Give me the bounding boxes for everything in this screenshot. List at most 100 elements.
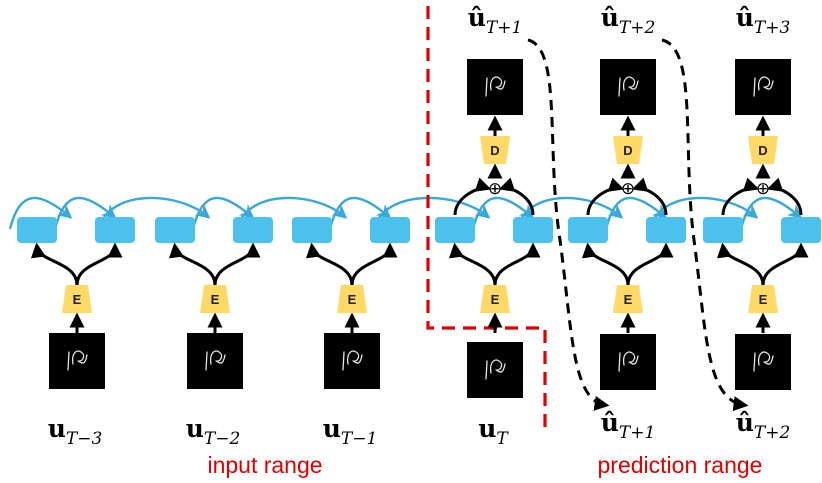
encoder-block: E bbox=[62, 285, 92, 313]
state-block bbox=[781, 217, 821, 243]
encoder-split-arrow-left bbox=[168, 242, 217, 286]
decoder-label: D bbox=[623, 143, 632, 158]
encoder-split-arrow-left bbox=[448, 242, 497, 286]
encoder-shape bbox=[748, 285, 778, 313]
label-base: u bbox=[48, 414, 66, 443]
merge-arrow-left bbox=[586, 177, 625, 216]
merge-arrow-left bbox=[453, 177, 492, 216]
handwritten-digit bbox=[753, 351, 774, 372]
encoder-split-arrow-left bbox=[305, 242, 354, 286]
encoder-split-arrow-left bbox=[716, 242, 765, 286]
label-subscript: T+1 bbox=[619, 423, 655, 443]
input-range-label: input range bbox=[207, 452, 322, 478]
observed-frame-label: uT−3 bbox=[48, 414, 103, 449]
state-block bbox=[370, 217, 410, 243]
state-block bbox=[646, 217, 686, 243]
recurrent-arrow bbox=[97, 196, 211, 230]
combine-symbol: ⊕ bbox=[621, 179, 635, 199]
combine-symbol: ⊕ bbox=[488, 179, 502, 199]
label-subscript: T−3 bbox=[66, 429, 102, 449]
recurrent-arrow bbox=[739, 196, 803, 230]
frame-square bbox=[187, 333, 243, 389]
observed-frame bbox=[187, 333, 243, 389]
handwritten-digit bbox=[618, 76, 639, 97]
handwritten-digit bbox=[618, 351, 639, 372]
encoder-column bbox=[448, 242, 541, 333]
frame-square bbox=[735, 334, 791, 390]
merge-arrow-right bbox=[631, 177, 668, 216]
decoder-shape bbox=[748, 136, 778, 164]
label-subscript: T+2 bbox=[754, 423, 790, 443]
recurrent-arrow bbox=[604, 196, 668, 230]
frame-square bbox=[324, 333, 380, 389]
label-base: û bbox=[601, 408, 619, 437]
label-subscript: T−1 bbox=[341, 429, 377, 449]
fed-back-frame bbox=[735, 334, 791, 390]
encoder-split-arrow-right bbox=[493, 242, 541, 286]
encoder-split-arrow-right bbox=[761, 242, 809, 286]
fed-back-frame bbox=[600, 334, 656, 390]
encoder-split-arrow-right bbox=[75, 242, 123, 286]
encoder-column bbox=[30, 242, 123, 333]
feedback-curve-t-plus-1 bbox=[527, 38, 610, 411]
handwritten-digit bbox=[342, 350, 363, 371]
state-blocks bbox=[17, 217, 821, 243]
merge-arrow-right bbox=[766, 177, 803, 216]
observed-frame-label: uT bbox=[478, 414, 509, 449]
predicted-output-label: ûT+2 bbox=[601, 3, 656, 38]
decoder-label: D bbox=[490, 143, 499, 158]
label-subscript: T bbox=[496, 429, 509, 449]
encoder-block: E bbox=[200, 285, 230, 313]
encoder-split-arrow-right bbox=[626, 242, 674, 286]
recurrent-connections bbox=[8, 196, 803, 230]
observed-frame-label: uT−2 bbox=[186, 414, 241, 449]
decoder-block: D bbox=[748, 136, 778, 164]
frame-square bbox=[600, 334, 656, 390]
recurrent-arrow bbox=[8, 196, 73, 230]
combine-symbol: ⊕ bbox=[756, 179, 770, 199]
state-block bbox=[292, 217, 332, 243]
state-block bbox=[155, 217, 195, 243]
handwritten-digit bbox=[205, 350, 226, 371]
recurrent-arrow bbox=[372, 196, 491, 230]
handwritten-digit bbox=[485, 76, 506, 97]
encoder-split-arrow-right bbox=[350, 242, 398, 286]
label-subscript: T+1 bbox=[486, 18, 522, 38]
label-subscript: T−2 bbox=[204, 429, 240, 449]
state-block bbox=[513, 217, 553, 243]
decoder-shape bbox=[480, 136, 510, 164]
encoder-label: E bbox=[73, 292, 82, 307]
encoder-label: E bbox=[211, 292, 220, 307]
state-block bbox=[17, 217, 57, 243]
frame-square bbox=[49, 333, 105, 389]
decoder-block: D bbox=[480, 136, 510, 164]
label-subscript: T+2 bbox=[619, 18, 655, 38]
encoder-label: E bbox=[759, 292, 768, 307]
encoder-column bbox=[716, 242, 809, 333]
encoder-column bbox=[305, 242, 398, 333]
state-block bbox=[568, 217, 608, 243]
state-block bbox=[435, 217, 475, 243]
input-range-boundary bbox=[426, 6, 547, 432]
decoder-column: ⊕ bbox=[721, 115, 803, 216]
recurrent-arrow bbox=[471, 196, 535, 230]
frame-images bbox=[49, 59, 791, 398]
state-block bbox=[233, 217, 273, 243]
frame-square bbox=[735, 59, 791, 115]
frame-square bbox=[600, 59, 656, 115]
encoder-shape bbox=[480, 285, 510, 313]
label-base: û bbox=[736, 3, 754, 32]
encoder-label: E bbox=[348, 292, 357, 307]
encoder-shape bbox=[613, 285, 643, 313]
decoder-column: ⊕ bbox=[453, 115, 535, 216]
observed-frame bbox=[324, 333, 380, 389]
observed-frame bbox=[49, 333, 105, 389]
predicted-frame bbox=[735, 59, 791, 115]
decoder-column: ⊕ bbox=[586, 115, 668, 216]
feedback-curve-t-plus-2 bbox=[661, 38, 749, 412]
encoder-shape bbox=[62, 285, 92, 313]
decoder-label: D bbox=[758, 143, 767, 158]
encoder-block: E bbox=[337, 285, 367, 313]
encoder-shape bbox=[200, 285, 230, 313]
